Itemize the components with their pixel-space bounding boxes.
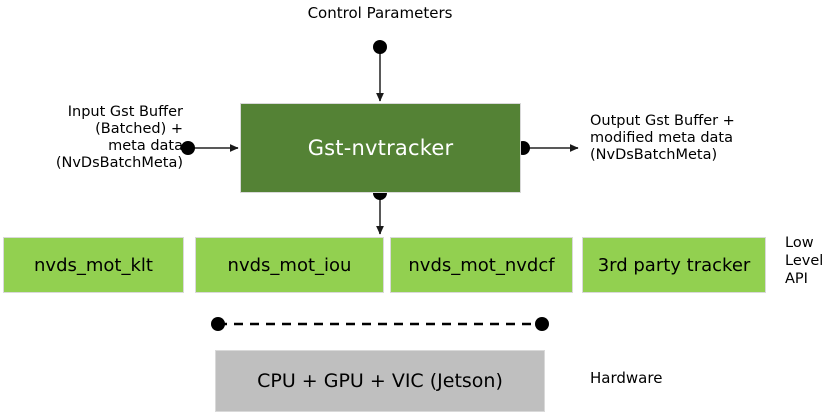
- label-low-level-api: Low Level API: [785, 235, 824, 287]
- node-gst-nvtracker-label: Gst-nvtracker: [307, 136, 454, 160]
- label-output-gst-buffer: Output Gst Buffer + modified meta data (…: [590, 113, 735, 163]
- node-nvds-mot-klt-label: nvds_mot_klt: [34, 254, 153, 276]
- node-nvds-mot-iou-label: nvds_mot_iou: [227, 254, 352, 276]
- label-hardware-tier: Hardware: [590, 369, 663, 387]
- node-3rd-party-tracker[interactable]: 3rd party tracker: [582, 237, 766, 293]
- node-hardware-label: CPU + GPU + VIC (Jetson): [257, 370, 503, 392]
- connector-output-buffer: [516, 141, 579, 155]
- label-control-parameters: Control Parameters: [307, 4, 453, 22]
- connector-input-buffer: [181, 141, 239, 155]
- connector-lowlevel-to-hardware: [211, 317, 549, 331]
- node-nvds-mot-nvdcf[interactable]: nvds_mot_nvdcf: [390, 237, 573, 293]
- node-nvds-mot-nvdcf-label: nvds_mot_nvdcf: [408, 254, 555, 276]
- node-nvds-mot-klt[interactable]: nvds_mot_klt: [3, 237, 184, 293]
- node-hardware[interactable]: CPU + GPU + VIC (Jetson): [215, 350, 545, 412]
- connector-plugin-to-lowlevel: [373, 186, 387, 235]
- node-3rd-party-tracker-label: 3rd party tracker: [597, 254, 751, 276]
- node-nvds-mot-iou[interactable]: nvds_mot_iou: [195, 237, 384, 293]
- connector-control-parameters: [373, 40, 387, 102]
- node-gst-nvtracker[interactable]: Gst-nvtracker: [240, 103, 521, 193]
- label-input-gst-buffer: Input Gst Buffer (Batched) + meta data (…: [55, 104, 183, 171]
